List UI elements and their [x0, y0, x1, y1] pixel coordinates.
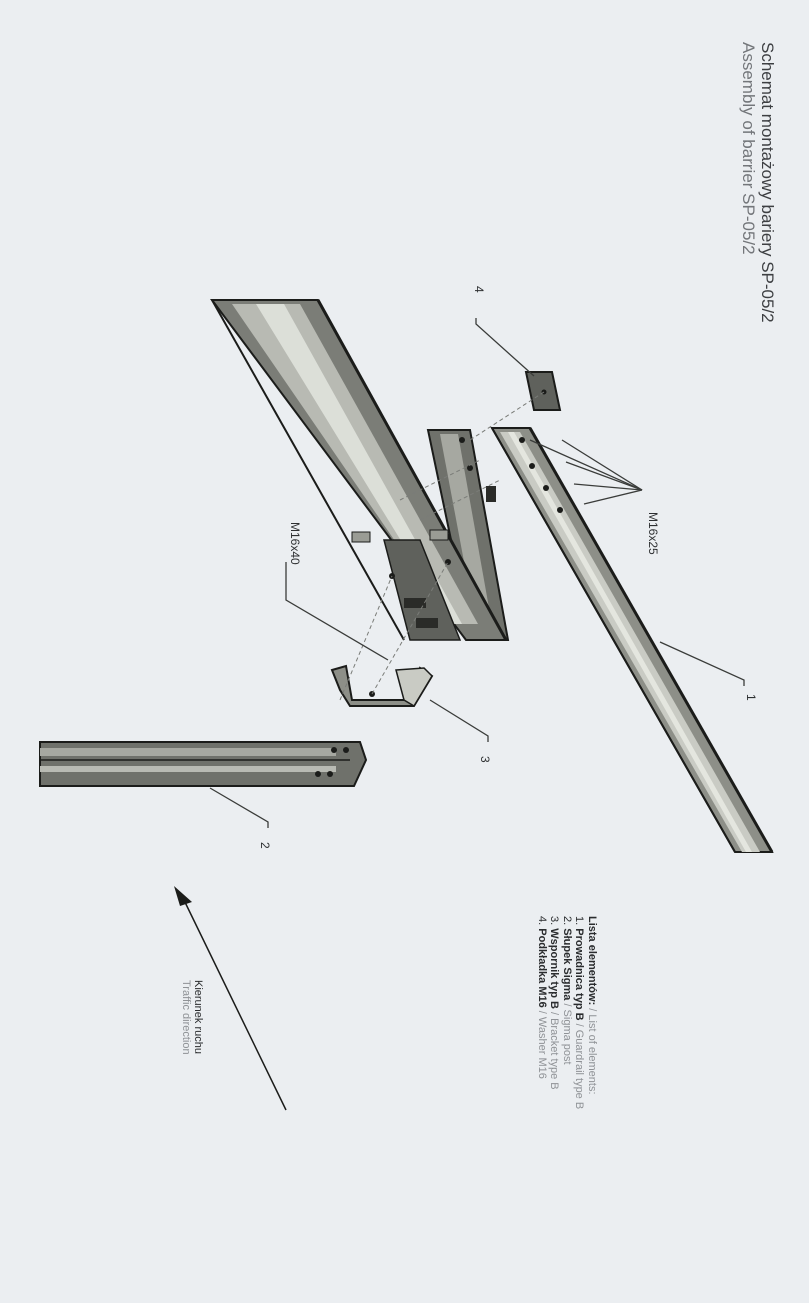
callout-3: 3	[478, 756, 492, 763]
element-list-header: Lista elementów: / List of elements:	[586, 916, 598, 1095]
list-item: 3. Wspornik typ B / Bracket type B	[548, 916, 561, 1090]
sigma-post	[39, 741, 368, 787]
traffic-direction-arrow	[174, 886, 287, 1111]
list-item: 1. Prowadnica typ B / Guardrail type B	[573, 916, 586, 1110]
bolt-label-m16x40: M16x40	[288, 522, 302, 565]
bolt-label-m16x25: M16x25	[646, 512, 660, 555]
washer-part	[524, 371, 562, 411]
direction-english: Traffic direction	[180, 980, 192, 1055]
assembly-guide-lines	[339, 391, 545, 701]
list-item: 2. Słupek Sigma / Sigma post	[561, 916, 573, 1065]
guardrail-beam	[426, 427, 774, 853]
bracket-part	[330, 664, 434, 708]
guardrail-beam-left	[210, 299, 508, 641]
traffic-direction-label: Kierunek ruchu Traffic direction	[180, 980, 204, 1055]
list-item: 4. Podkładka M16 / Washer M16	[536, 916, 548, 1079]
callout-4: 4	[472, 286, 486, 293]
callout-2: 2	[258, 842, 272, 849]
title-english: Assembly of barrier SP-05/2	[739, 42, 758, 255]
element-list: Lista elementów: / List of elements: 1. …	[536, 916, 598, 1110]
leader-lines	[209, 318, 745, 828]
direction-polish: Kierunek ruchu	[192, 980, 204, 1054]
drawing-title: Schemat montażowy bariery SP-05/2 Assemb…	[739, 42, 777, 323]
callout-1: 1	[744, 694, 758, 701]
title-polish: Schemat montażowy bariery SP-05/2	[758, 42, 777, 323]
